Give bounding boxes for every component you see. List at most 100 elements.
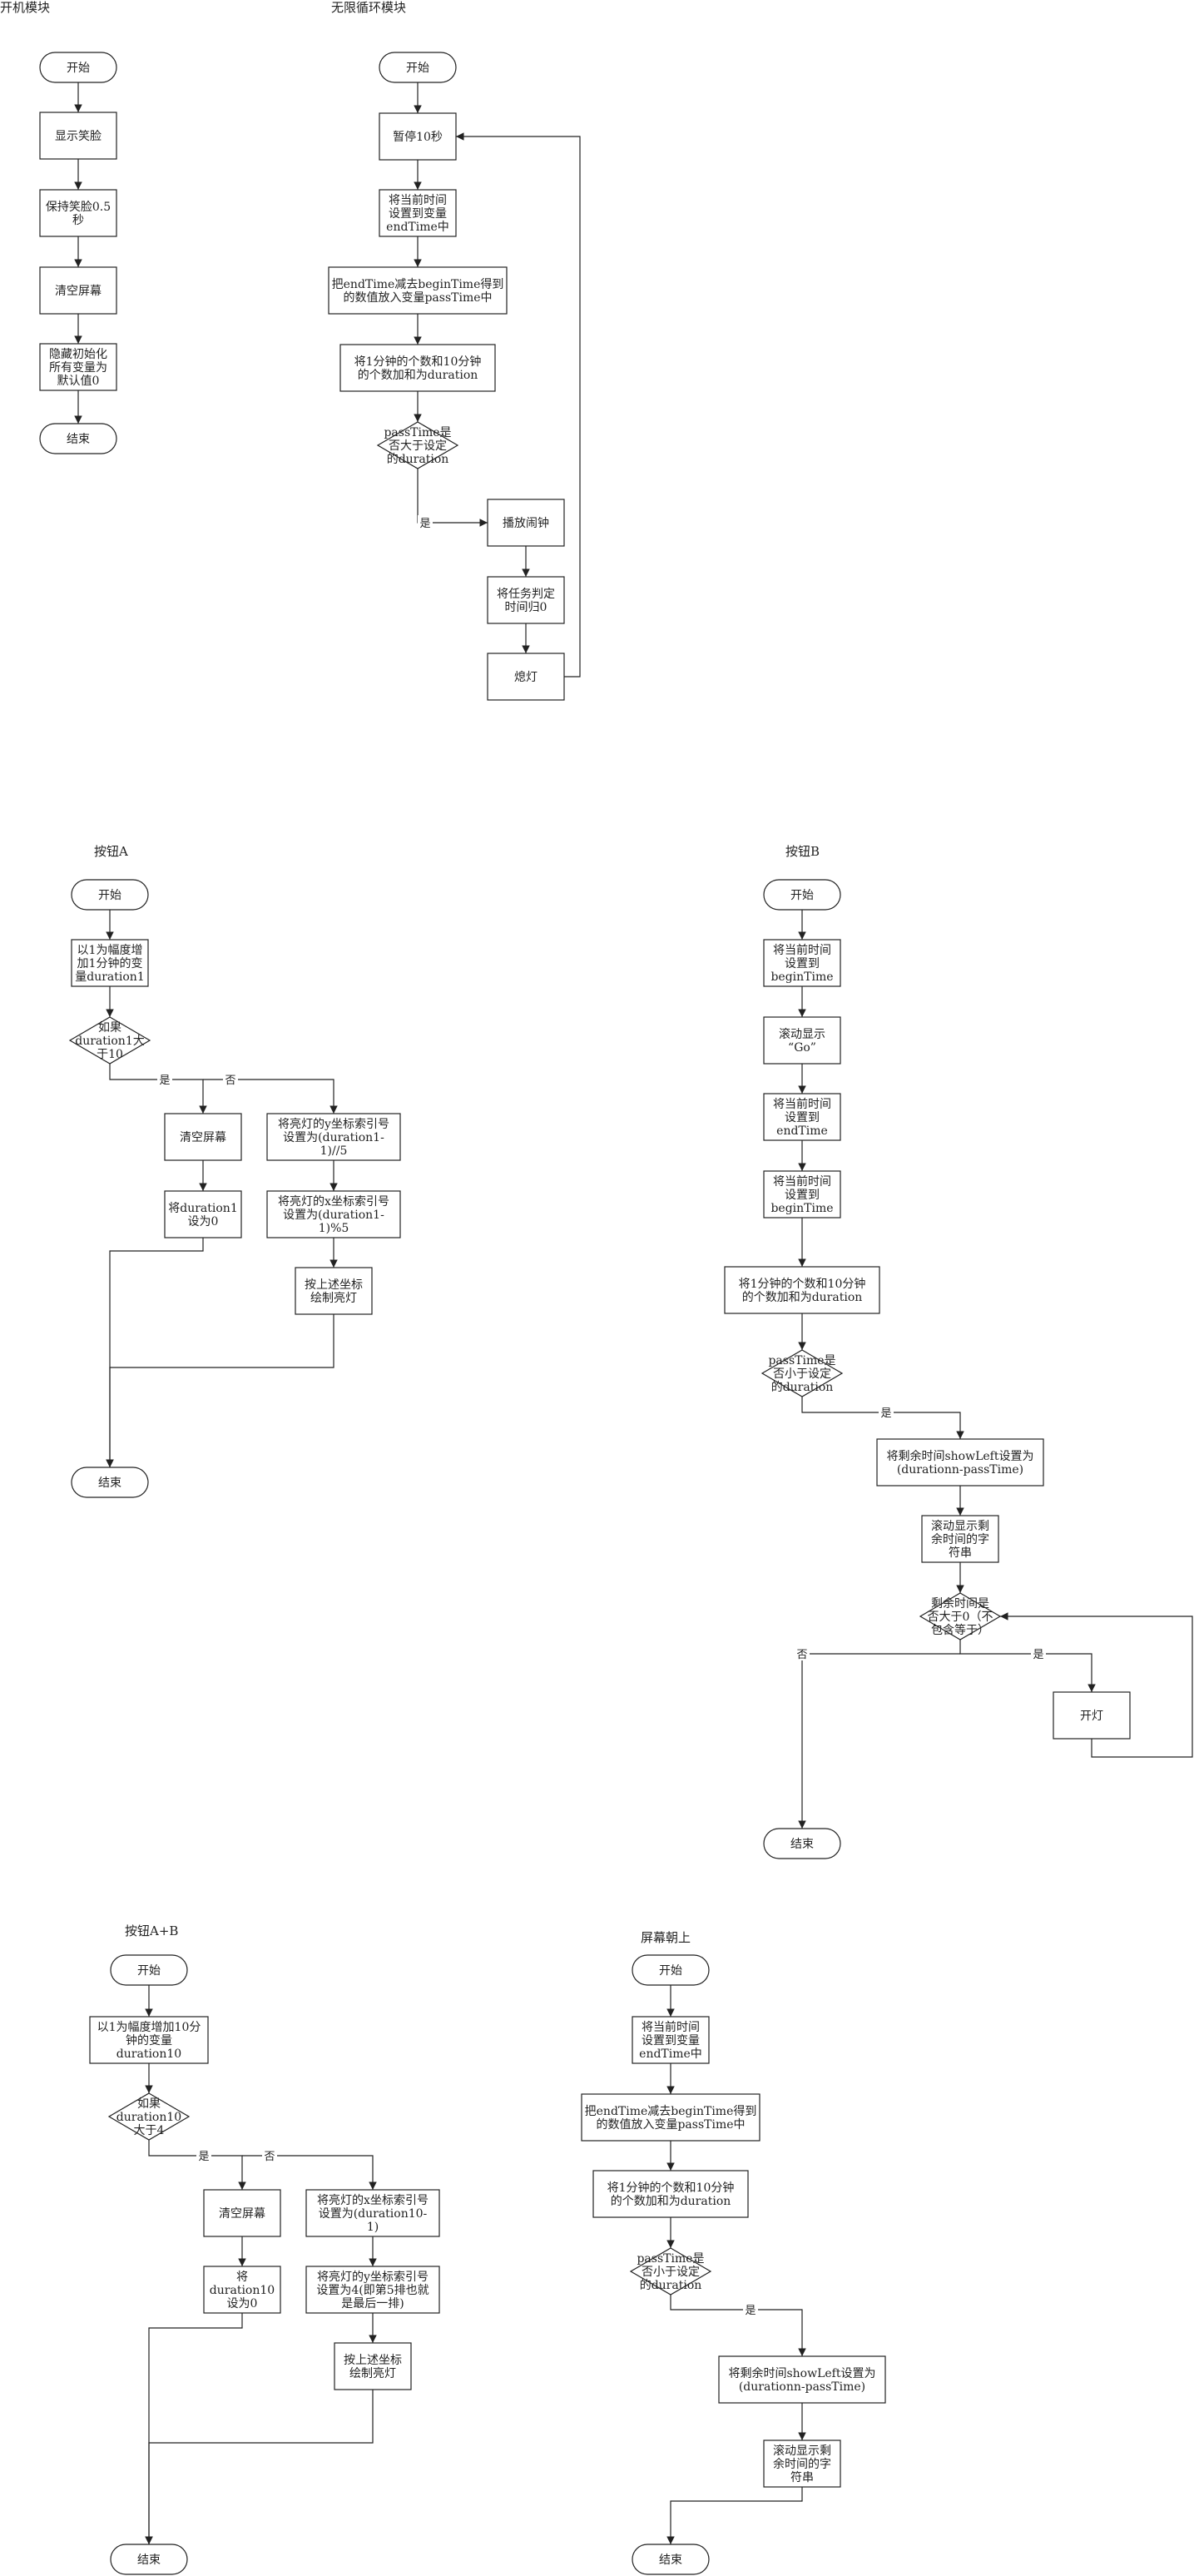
terminal-shape <box>110 2544 188 2575</box>
node-label: 滚动显示“Go” <box>779 1027 825 1055</box>
node-label: 将亮灯的x坐标索引号设置为(duration10-1) <box>317 2193 429 2234</box>
node-b_end: 结束 <box>763 1828 841 1859</box>
process-shape <box>266 1113 401 1161</box>
terminal-shape <box>632 2544 710 2575</box>
terminal-shape <box>71 1467 149 1498</box>
process-shape <box>592 2170 749 2218</box>
edge-label-bg <box>1031 1646 1046 1660</box>
terminal-shape <box>39 423 117 454</box>
node-label: 以1为幅度增加1分钟的变量duration1 <box>75 944 144 984</box>
node-label: passTime是否大于设定的duration <box>384 426 451 466</box>
section-title-btnAB: 按钮A+B <box>125 1923 178 1938</box>
decision-shape <box>68 1016 151 1065</box>
decision-shape <box>376 421 459 469</box>
node-label: 将剩余时间showLeft设置为(durationn-passTime) <box>728 2366 875 2394</box>
section-title-boot: 开机模块 <box>0 0 50 15</box>
edge-label: 否 <box>264 2151 275 2163</box>
edge-a_n3-to-a_end <box>106 1314 334 1467</box>
node-label: 清空屏幕 <box>55 285 102 298</box>
node-b_2: 滚动显示“Go” <box>763 1016 841 1065</box>
node-loop_7: 熄灯 <box>487 653 565 701</box>
edge-label: 是 <box>880 1407 891 1420</box>
node-s_5: 滚动显示剩余时间的字符串 <box>763 2440 841 2488</box>
process-shape <box>718 2355 886 2404</box>
terminal-shape <box>39 52 117 83</box>
edge-b_8-to-b_d2 <box>1000 1612 1193 1758</box>
process-shape <box>39 112 117 160</box>
node-label: 结束 <box>67 433 90 446</box>
process-shape <box>89 2016 209 2064</box>
node-b_d2: 剩余时间是否大于0（不包含等于） <box>919 1592 1002 1640</box>
node-a_n1: 将亮灯的y坐标索引号设置为(duration1-1)//5 <box>266 1113 401 1161</box>
node-label: 将1分钟的个数和10分钟的个数加和为duration <box>607 2181 735 2208</box>
node-label: 按上述坐标绘制亮灯 <box>305 1278 363 1305</box>
edge-a_d-to-a_y1 <box>109 1064 207 1114</box>
node-s_start: 开始 <box>632 1954 710 1986</box>
node-label: 播放闹钟 <box>503 516 549 530</box>
process-shape <box>379 112 457 161</box>
node-label: 结束 <box>790 1838 814 1851</box>
process-shape <box>632 2016 710 2064</box>
node-label: 隐藏初始化所有变量为默认值0 <box>49 347 107 388</box>
process-shape <box>305 2189 440 2237</box>
process-shape <box>164 1113 242 1161</box>
node-a_n2: 将亮灯的x坐标索引号设置为(duration1-1)%5 <box>266 1190 401 1238</box>
node-label: 结束 <box>98 1477 121 1490</box>
edge-label-bg <box>223 1072 238 1086</box>
decision-shape <box>107 2092 191 2141</box>
process-shape <box>876 1438 1044 1487</box>
edge-b_d2-to-b_end <box>798 1653 960 1829</box>
terminal-shape <box>763 879 841 911</box>
process-shape <box>581 2093 760 2142</box>
node-b_6: 将剩余时间showLeft设置为(durationn-passTime) <box>876 1438 1044 1487</box>
edge-label: 是 <box>419 518 430 530</box>
decision-shape <box>760 1349 844 1397</box>
node-label: 把endTime减去beginTime得到的数值放入变量passTime中 <box>332 277 504 305</box>
process-shape <box>339 344 496 392</box>
node-ab_n1: 将亮灯的x坐标索引号设置为(duration10-1) <box>305 2189 440 2237</box>
edge-label-bg <box>795 1646 810 1660</box>
node-s_end: 结束 <box>632 2544 710 2575</box>
edge-label: 是 <box>1033 1649 1043 1661</box>
edge-label: 否 <box>225 1075 235 1087</box>
node-b_8: 开灯 <box>1053 1691 1131 1740</box>
edge-ab_y2-to-ab_end <box>145 2313 243 2544</box>
node-label: 开始 <box>98 889 121 902</box>
node-s_4: 将剩余时间showLeft设置为(durationn-passTime) <box>718 2355 886 2404</box>
node-label: 开始 <box>67 62 90 75</box>
edge-ab_d-to-ab_n1 <box>242 2155 377 2190</box>
node-ab_end: 结束 <box>110 2544 188 2575</box>
section-title-screenUp: 屏幕朝上 <box>641 1930 691 1945</box>
edge-label-bg <box>157 1072 172 1086</box>
process-shape <box>39 189 117 237</box>
node-label: 开始 <box>790 889 814 902</box>
node-label: 清空屏幕 <box>180 1131 226 1144</box>
node-label: 开始 <box>406 62 429 75</box>
edge-label-bg <box>418 515 433 529</box>
node-loop_4: 将1分钟的个数和10分钟的个数加和为duration <box>339 344 496 392</box>
node-label: 将亮灯的y坐标索引号设置为(duration1-1)//5 <box>278 1117 389 1158</box>
node-b_5: 将1分钟的个数和10分钟的个数加和为duration <box>724 1266 880 1314</box>
edge-s_5-to-s_end <box>666 2487 803 2544</box>
node-label: 将亮灯的y坐标索引号设置为4(即第5排也就是最后一排) <box>316 2270 429 2310</box>
terminal-shape <box>71 879 149 911</box>
process-shape <box>487 653 565 701</box>
process-shape <box>266 1190 401 1238</box>
edge-label: 否 <box>796 1649 807 1661</box>
node-label: 将1分钟的个数和10分钟的个数加和为duration <box>739 1277 866 1304</box>
node-label: 开始 <box>659 1964 682 1978</box>
node-label: 结束 <box>659 2554 682 2567</box>
